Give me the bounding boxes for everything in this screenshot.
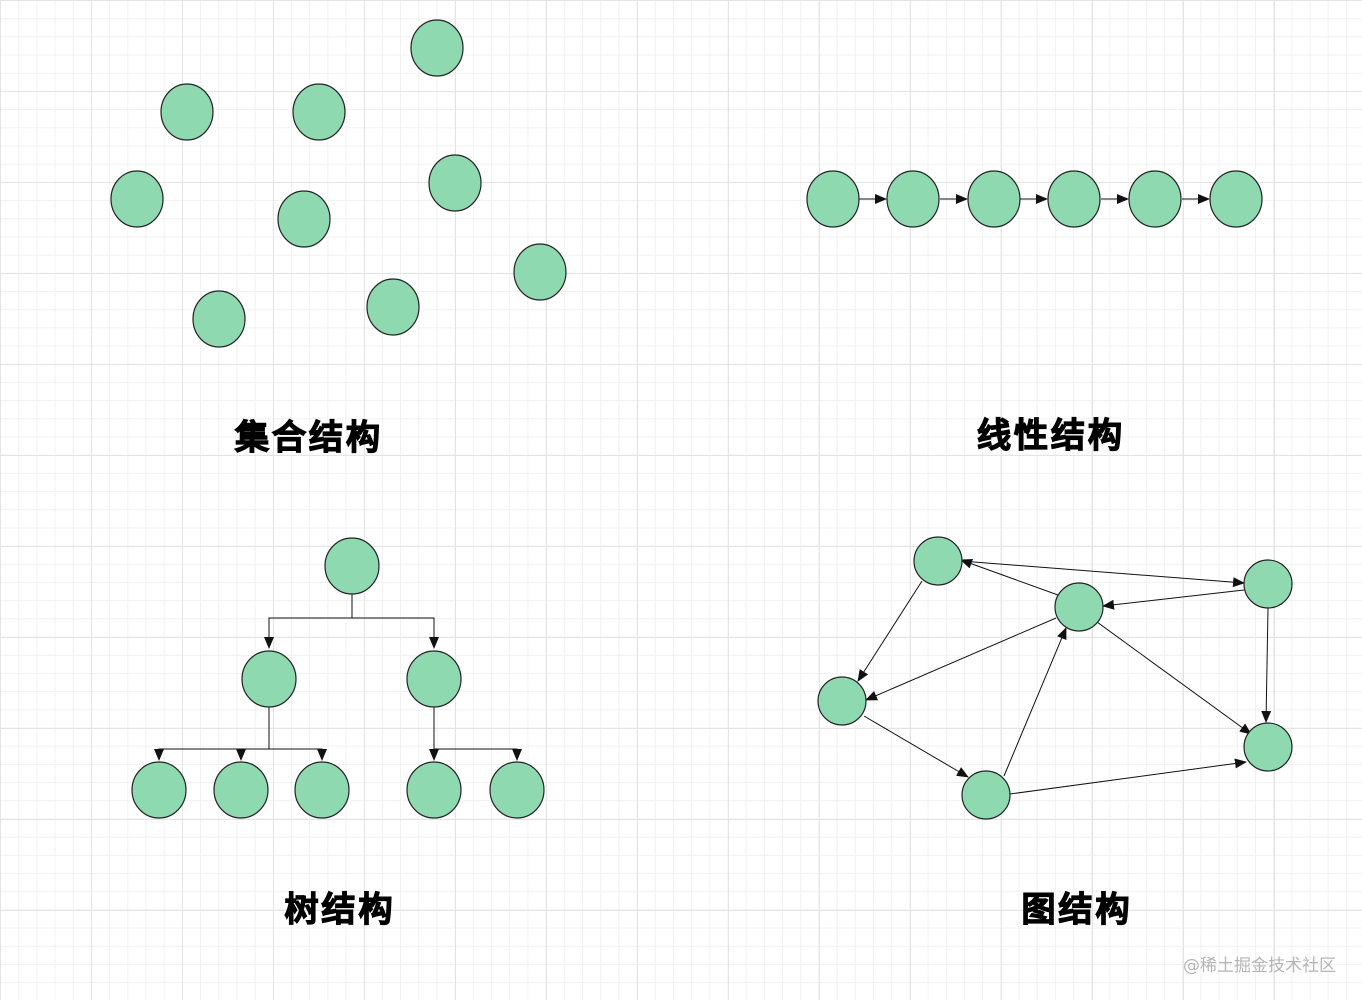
tree-leaf-node	[213, 761, 269, 819]
linear-node	[886, 170, 940, 228]
graph-edge	[1261, 607, 1272, 723]
graph-node	[1243, 722, 1293, 772]
set-node	[513, 243, 567, 301]
set-node	[366, 278, 420, 336]
tree-edge	[236, 707, 270, 761]
set-node	[292, 83, 346, 141]
graph-edge	[1003, 627, 1067, 777]
tree-edge	[154, 707, 270, 761]
linear-node	[967, 170, 1021, 228]
tree-edge	[268, 707, 327, 761]
graph-edge	[960, 559, 1059, 596]
set-node	[410, 19, 464, 77]
graph-node	[1243, 559, 1293, 609]
graph-node	[961, 770, 1011, 820]
tree-edge	[351, 594, 439, 649]
graph-node	[1054, 582, 1104, 632]
graph-edge	[1096, 621, 1252, 735]
set-node	[277, 190, 331, 248]
set-node	[110, 170, 164, 228]
linear-node	[806, 170, 860, 228]
tree-leaf-node	[406, 761, 462, 819]
tree-leaf-node	[489, 761, 545, 819]
graph-edge	[1102, 589, 1245, 610]
tree-structure-caption: 树结构	[285, 890, 396, 930]
set-structure-panel: 集合结构	[110, 19, 567, 459]
tree-node	[241, 650, 297, 708]
graph-edge	[857, 580, 923, 682]
graph-node	[913, 536, 963, 586]
graph-edge	[960, 560, 1245, 588]
tree-root-node	[324, 537, 380, 595]
graph-node	[817, 676, 867, 726]
graph-structure-caption: 图结构	[1022, 890, 1133, 930]
set-node	[192, 290, 246, 348]
graph-structure-panel: 图结构	[817, 536, 1293, 931]
tree-edge	[264, 594, 353, 649]
tree-leaf-node	[294, 761, 350, 819]
set-node	[160, 83, 214, 141]
set-node	[428, 154, 482, 212]
graph-edge	[863, 715, 969, 778]
linear-structure-caption: 线性结构	[977, 416, 1125, 456]
set-structure-caption: 集合结构	[234, 418, 383, 458]
tree-structure-panel: 树结构	[131, 537, 545, 931]
graph-edge	[1009, 758, 1247, 795]
linear-node	[1209, 170, 1263, 228]
tree-edge	[434, 748, 522, 761]
linear-node	[1128, 170, 1182, 228]
graph-edge	[865, 617, 1057, 701]
linear-structure-panel: 线性结构	[806, 170, 1263, 457]
watermark: @稀土掘金技术社区	[1183, 956, 1336, 976]
tree-node	[406, 650, 462, 708]
linear-node	[1047, 170, 1101, 228]
tree-leaf-node	[131, 761, 187, 819]
